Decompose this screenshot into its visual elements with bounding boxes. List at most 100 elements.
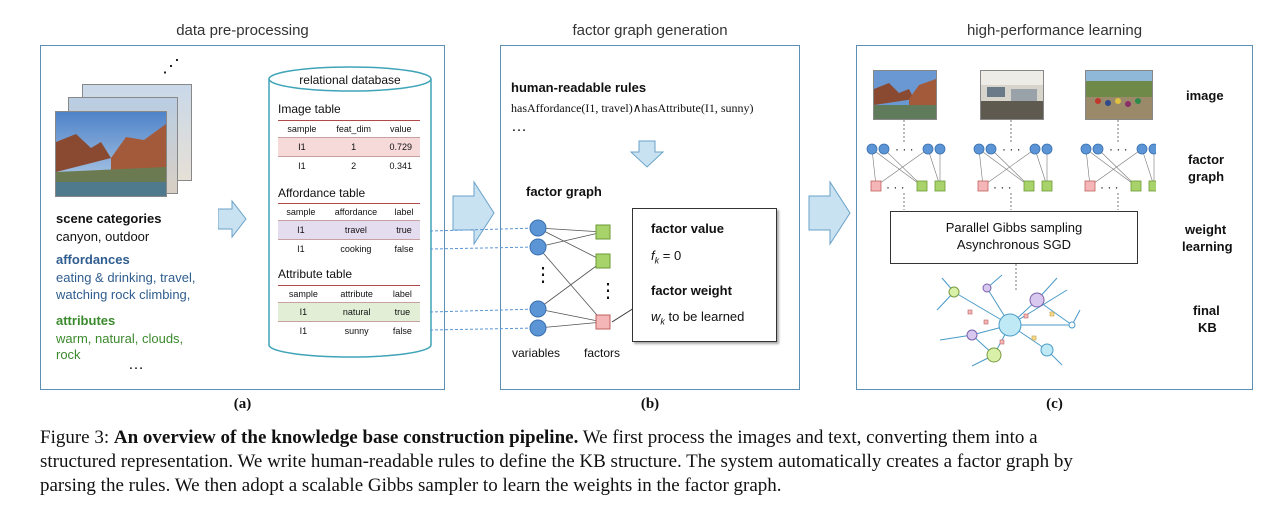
table-cell: I1 <box>278 321 329 340</box>
factor-node-green <box>1130 180 1142 192</box>
panel-b-title: factor graph generation <box>572 22 728 39</box>
variable-node <box>1136 143 1148 155</box>
row-label-final-1: final <box>1193 303 1220 318</box>
caption-text-2: structured representation. We write huma… <box>40 451 1073 472</box>
table-cell: I1 <box>278 239 324 258</box>
variable-dots-1: · · · <box>895 142 914 156</box>
group-photo <box>1085 70 1153 120</box>
panel-a-title: data pre-processing <box>176 22 309 39</box>
panel-c-title: high-performance learning <box>966 22 1143 39</box>
scene-categories-text: canyon, outdoor <box>56 229 150 244</box>
factor-graph-heading: factor graph <box>526 184 602 199</box>
variables-label: variables <box>512 346 561 360</box>
factor-graph <box>529 219 611 337</box>
factor-info-box <box>632 208 777 342</box>
gibbs-sampling-box <box>890 211 1138 264</box>
attributes-heading: attributes <box>56 313 116 328</box>
caption-figure-label: Figure 3: <box>40 427 110 448</box>
factor-weight-subscript: k <box>660 316 665 327</box>
affordance-table-title: Affordance table <box>278 186 366 200</box>
row-label-final-2: KB <box>1198 320 1217 335</box>
meeting-room-photo <box>980 70 1044 120</box>
table-cell: false <box>388 239 420 258</box>
table-cell: I1 <box>278 156 326 175</box>
attribute-table-title: Attribute table <box>278 267 353 281</box>
table-cell: sunny <box>328 321 385 340</box>
table-cell: 0.341 <box>381 156 420 175</box>
factor-dots-3: · · · <box>1100 180 1119 194</box>
table-cell: false <box>384 321 420 340</box>
table-header: sample <box>278 120 326 138</box>
variable-node <box>529 319 547 337</box>
variable-node <box>878 143 890 155</box>
table-header: affordance <box>323 203 389 221</box>
rules-heading: human-readable rules <box>511 80 647 95</box>
arrow-right-icon <box>808 180 851 246</box>
factor-value-formula: fk = 0 <box>651 248 681 266</box>
database-title: relational database <box>299 73 401 87</box>
arrow-right-icon <box>218 199 247 239</box>
panel-c-graphs <box>866 120 1156 290</box>
caption-text-3: parsing the rules. We then adopt a scala… <box>40 475 782 496</box>
factors-label: factors <box>584 346 621 360</box>
table-header: sample <box>278 203 324 221</box>
variable-node <box>1041 143 1053 155</box>
table-header: attribute <box>328 285 385 303</box>
affordances-text-2: watching rock climbing, <box>56 287 191 302</box>
factor-weight-heading: factor weight <box>651 283 732 298</box>
table-cell: natural <box>328 302 385 322</box>
variable-node <box>985 143 997 155</box>
panel-a-label: (a) <box>233 396 252 412</box>
caption-title: An overview of the knowledge base constr… <box>113 427 579 448</box>
rule-dots: … <box>511 118 527 135</box>
gibbs-line-1: Parallel Gibbs sampling <box>945 220 1083 235</box>
rule-text: hasAffordance(I1, travel)∧hasAttribute(I… <box>511 101 754 115</box>
variable-node <box>1080 143 1092 155</box>
variable-node <box>1029 143 1041 155</box>
factor-dots-1: · · · <box>886 180 905 194</box>
factor-node-green <box>595 253 611 269</box>
variable-node <box>922 143 934 155</box>
panel-b-label: (b) <box>640 396 660 412</box>
attributes-text-1: warm, natural, clouds, <box>56 331 184 346</box>
factor-dots: ⋮ <box>598 280 618 302</box>
factor-value-subscript: k <box>654 255 660 266</box>
gibbs-line-2: Asynchronous SGD <box>956 237 1072 252</box>
affordances-heading: affordances <box>56 252 130 267</box>
table-cell: true <box>384 302 420 322</box>
stack-dots: ⋰ <box>162 56 180 76</box>
row-label-image: image <box>1186 88 1224 103</box>
factor-node-green <box>595 224 611 240</box>
variable-node <box>1148 143 1156 155</box>
factor-node-red <box>977 180 989 192</box>
table-cell: I1 <box>278 137 326 157</box>
table-header: feat_dim <box>325 120 382 138</box>
figure-caption: Figure 3: An overview of the knowledge b… <box>40 426 1255 498</box>
variable-node <box>973 143 985 155</box>
table-cell: I1 <box>278 302 329 322</box>
table-header: sample <box>278 285 329 303</box>
factor-node-green <box>916 180 928 192</box>
more-dots: … <box>128 356 144 373</box>
variable-node <box>529 219 547 237</box>
row-label-weight-1: weight <box>1185 222 1227 237</box>
factor-node-red <box>1084 180 1096 192</box>
image-table-title: Image table <box>278 102 341 116</box>
factor-value-heading: factor value <box>651 221 724 236</box>
variable-node <box>1092 143 1104 155</box>
factor-callout-line <box>611 307 635 323</box>
factor-node-green <box>934 180 946 192</box>
table-cell: 2 <box>325 156 382 175</box>
table-cell: I1 <box>278 220 324 240</box>
variable-node <box>529 300 547 318</box>
table-header: label <box>388 203 420 221</box>
canyon-photo <box>873 70 937 120</box>
row-label-weight-2: learning <box>1182 239 1233 254</box>
